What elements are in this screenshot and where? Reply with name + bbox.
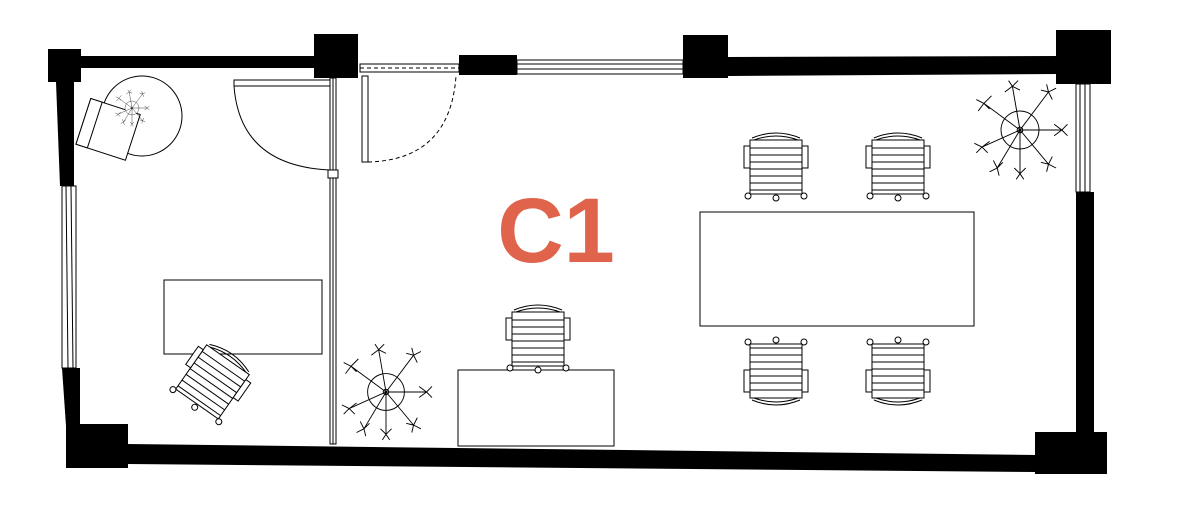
column-top-center: [314, 34, 358, 78]
door-swing-icon: [233, 79, 331, 171]
office-chair-icon: [505, 304, 571, 374]
left-wall-lower: [62, 368, 80, 426]
plant-icon: [341, 343, 433, 441]
top-wall-right: [728, 56, 1058, 76]
column-bottom-left: [66, 424, 128, 468]
column-top-right-a: [683, 35, 728, 78]
column-bottom-right: [1035, 432, 1107, 474]
office-chair-icon: [865, 132, 931, 202]
plant-icon: [973, 80, 1068, 180]
lounge-chair: [75, 97, 141, 161]
lounge-chair-with-table: [75, 75, 183, 161]
conference-table-icon: [699, 211, 975, 327]
desk-icon: [457, 369, 615, 447]
column-top-right-b: [1056, 30, 1111, 84]
column-top-left: [48, 49, 81, 82]
bottom-wall: [126, 444, 1036, 472]
top-wall-left: [80, 56, 314, 68]
sliding-door-top: [359, 63, 460, 73]
desk-icon: [163, 279, 323, 355]
right-wall-lower: [1076, 192, 1094, 434]
door-swing-icon: [361, 75, 457, 163]
interior-partition: [327, 77, 339, 445]
left-wall-upper: [56, 82, 74, 186]
window-right: [1075, 83, 1091, 193]
office-chair-icon: [743, 336, 809, 406]
room-label: C1: [497, 180, 615, 282]
office-chair-icon: [743, 132, 809, 202]
window-left: [61, 185, 77, 369]
windows: [61, 59, 1091, 369]
office-chair-icon: [865, 336, 931, 406]
top-wall-mid: [459, 55, 517, 75]
exterior-walls: [48, 30, 1111, 474]
window-top: [516, 59, 684, 75]
